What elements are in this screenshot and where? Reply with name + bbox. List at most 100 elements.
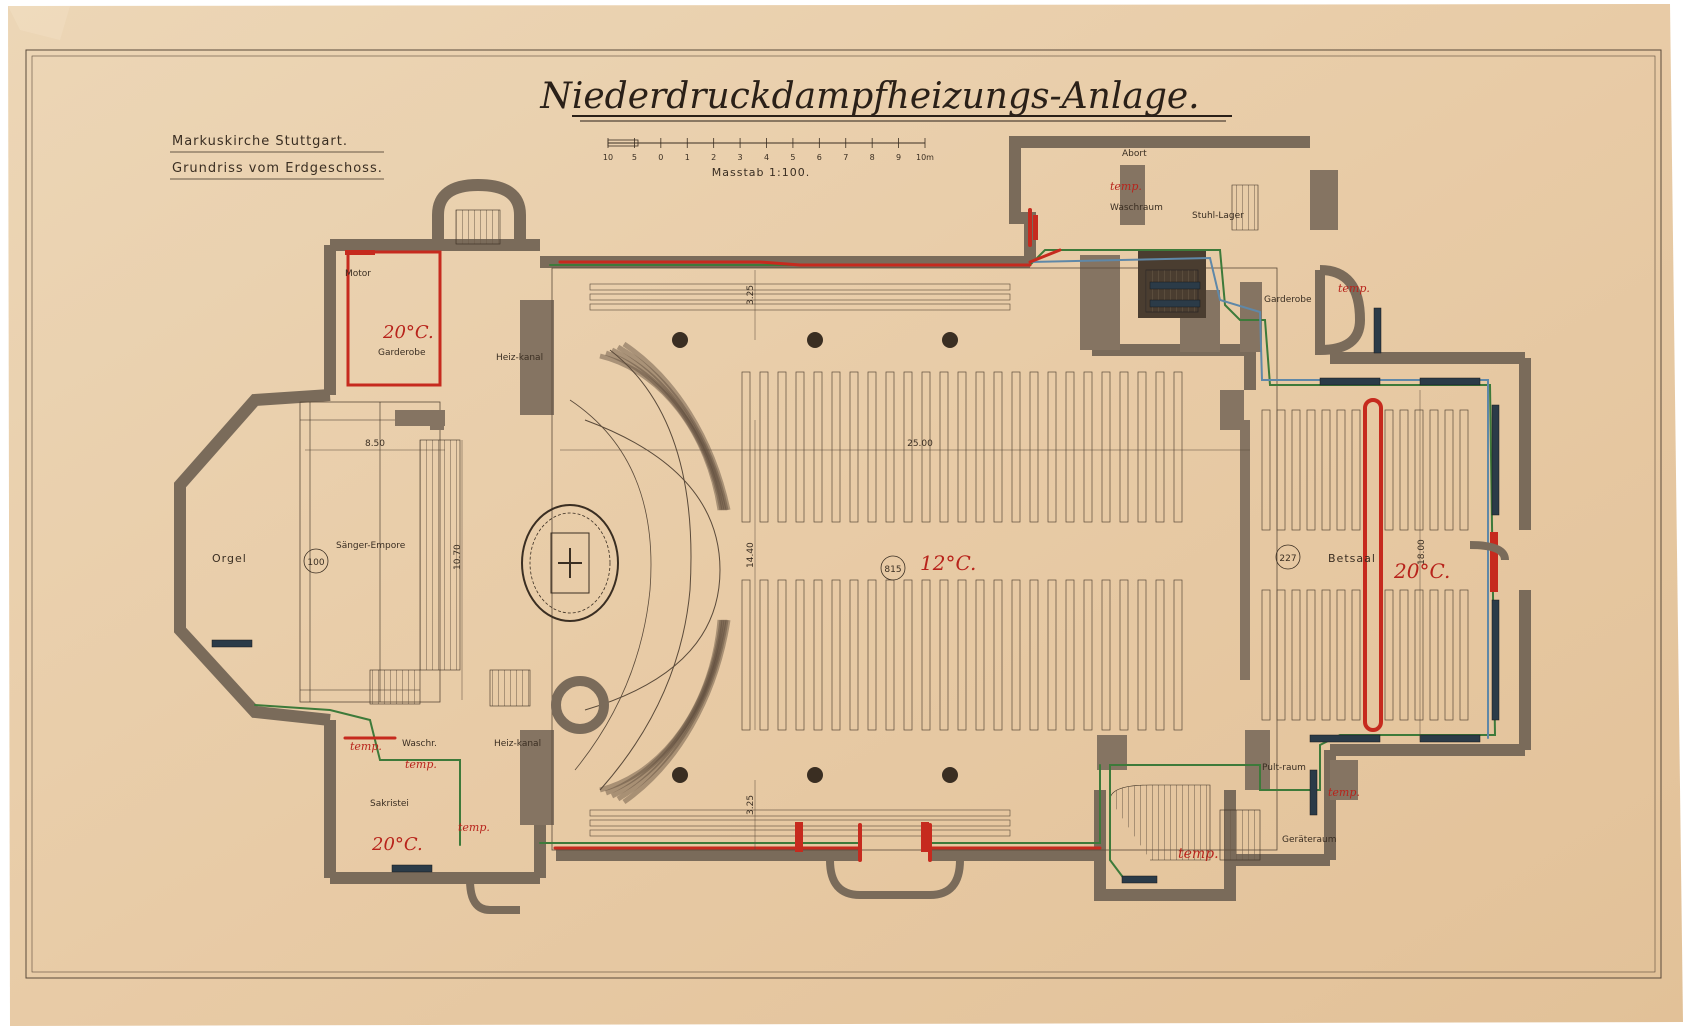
betsaal-pew	[1444, 409, 1454, 531]
temp-mark-garderobe: temp.	[1338, 282, 1370, 295]
pew	[939, 579, 949, 731]
temp-betsaal: 20°C.	[1393, 559, 1450, 583]
radiator	[1319, 377, 1381, 386]
room-saengerempore: Sänger-Empore	[336, 541, 406, 551]
pew	[849, 579, 859, 731]
room-waschr: Waschr.	[402, 739, 437, 749]
temp-mark-waschraum: temp.	[1110, 180, 1142, 193]
temp-mark-corridor: temp.	[458, 821, 490, 834]
wall-masses	[520, 165, 1358, 825]
num-100: 100	[307, 558, 324, 568]
room-waschraum: Waschraum	[1110, 203, 1163, 213]
room-numbers: 100 815 227	[303, 544, 1301, 581]
pew	[1011, 371, 1021, 523]
betsaal-pew	[1384, 589, 1394, 721]
pew	[1065, 371, 1075, 523]
dimensions: 8.50 25.00 10.70 14.40 3.25 3.25 18.00	[305, 270, 1427, 850]
scale-label: Masstab 1:100.	[712, 166, 810, 179]
pew	[975, 371, 985, 523]
pew	[1173, 371, 1183, 523]
scale-tick-label: 4	[764, 153, 769, 162]
plan-subtitle: Grundriss vom Erdgeschoss.	[172, 161, 383, 176]
dim-1070: 10.70	[453, 544, 463, 570]
room-orgel: Orgel	[212, 552, 247, 565]
pew	[795, 579, 805, 731]
pew	[1083, 579, 1093, 731]
pew	[939, 371, 949, 523]
betsaal-pew	[1261, 589, 1271, 721]
betsaal-pew	[1306, 409, 1316, 531]
pew	[759, 579, 769, 731]
temp-garderobe: 20°C.	[382, 322, 434, 343]
betsaal-pew	[1414, 409, 1424, 531]
betsaal-pew	[1336, 409, 1346, 531]
betsaal-pew	[1459, 409, 1469, 531]
pillar	[807, 767, 823, 783]
pew	[1047, 371, 1057, 523]
dim-2500: 25.00	[907, 439, 933, 449]
radiator	[1149, 299, 1201, 308]
betsaal-pews	[1261, 409, 1469, 721]
temperature-labels: 20°C. 12°C. 20°C. 20°C.	[371, 322, 1450, 855]
pillar	[672, 767, 688, 783]
pew	[957, 579, 967, 731]
curved-pew	[622, 619, 731, 805]
radiator	[1309, 769, 1318, 816]
pew	[1029, 579, 1039, 731]
scale-tick-label: 7	[843, 153, 848, 162]
pew	[1137, 579, 1147, 731]
radiator	[1309, 734, 1381, 743]
pew	[813, 579, 823, 731]
betsaal-pew	[1261, 409, 1271, 531]
pew	[831, 579, 841, 731]
radiator	[1491, 404, 1500, 516]
room-sakristei: Sakristei	[370, 799, 409, 809]
pew	[1101, 579, 1111, 731]
scale-tick-label: 5	[632, 153, 637, 162]
dim-325-bottom: 3.25	[746, 795, 756, 815]
pew	[1137, 371, 1147, 523]
temp-mark-waschr: temp.	[405, 758, 437, 771]
scale-tick-label: 2	[711, 153, 716, 162]
num-815: 815	[884, 565, 901, 575]
pew	[1083, 371, 1093, 523]
room-stuhllager: Stuhl-Lager	[1192, 211, 1244, 221]
room-heizkanal-bottom: Heiz-kanal	[494, 739, 541, 749]
steam-radiator	[795, 822, 803, 852]
betsaal-pew	[1399, 589, 1409, 721]
pew	[777, 371, 787, 523]
radiator	[1149, 281, 1201, 290]
steam-radiator	[921, 822, 929, 852]
radiator	[1419, 377, 1481, 386]
pew	[741, 579, 751, 731]
room-garderobe-left: Garderobe	[378, 348, 426, 358]
dim-325-top: 3.25	[746, 285, 756, 305]
pew	[1065, 579, 1075, 731]
betsaal-pew	[1306, 589, 1316, 721]
pew	[1173, 579, 1183, 731]
betsaal-pew	[1459, 589, 1469, 721]
pew	[1119, 579, 1129, 731]
pew	[903, 579, 913, 731]
pew	[777, 579, 787, 731]
scale-tick-label: 10m	[916, 153, 934, 162]
betsaal-pew	[1321, 589, 1331, 721]
radiator	[1491, 599, 1500, 721]
pew	[1011, 579, 1021, 731]
temp-mark-stair: temp.	[1178, 846, 1219, 862]
pew	[813, 371, 823, 523]
pew	[903, 371, 913, 523]
curved-pew	[616, 619, 729, 802]
temp-nave: 12°C.	[920, 551, 976, 575]
room-garderobe-right: Garderobe	[1264, 295, 1312, 305]
choir-loft	[299, 401, 461, 705]
temp-sakristei: 20°C.	[371, 834, 423, 855]
temp-marks: temp. temp. temp. temp. temp. temp. temp…	[350, 180, 1370, 862]
stair-tower-northwest	[432, 178, 526, 245]
scale-tick-label: 0	[658, 153, 663, 162]
radiator	[211, 639, 253, 648]
pew	[795, 371, 805, 523]
heating-pipes	[254, 208, 1497, 881]
